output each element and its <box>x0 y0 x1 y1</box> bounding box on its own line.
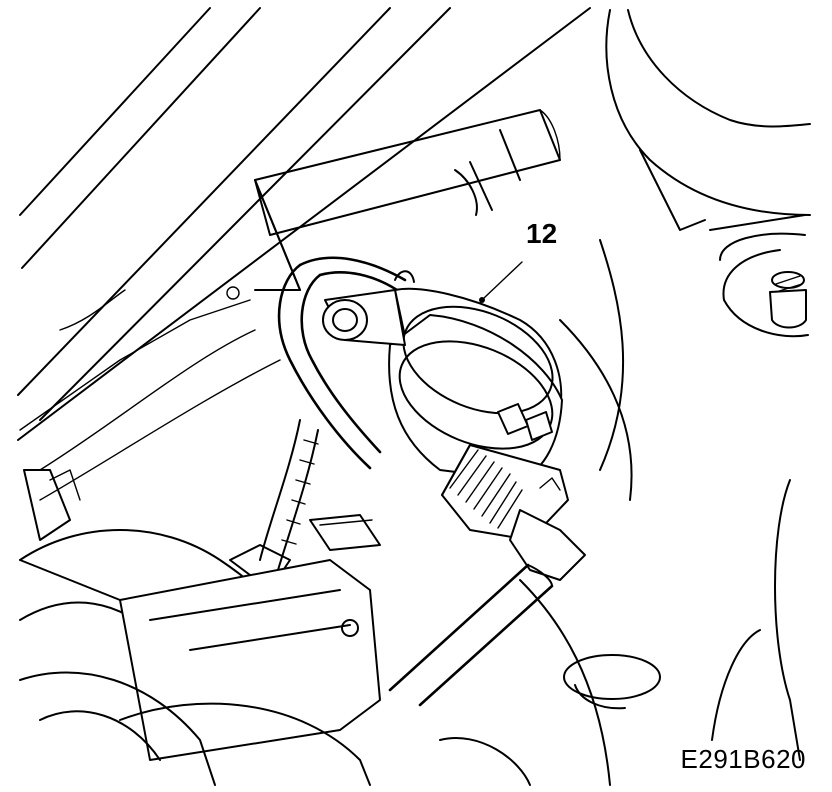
connector-cable <box>388 563 554 707</box>
callout-label-12: 12 <box>526 218 558 249</box>
valve-component <box>322 261 563 481</box>
strut-tower <box>605 9 811 338</box>
pipe-run <box>254 109 561 291</box>
electrical-connector <box>441 444 586 581</box>
vacuum-hose <box>277 256 407 470</box>
lower-right-panel <box>439 239 801 786</box>
body-panel-lines <box>17 7 591 441</box>
figure-id-label: E291B620 <box>680 744 806 774</box>
inner-wing-contours <box>23 286 281 541</box>
lower-left-housing <box>19 514 381 786</box>
